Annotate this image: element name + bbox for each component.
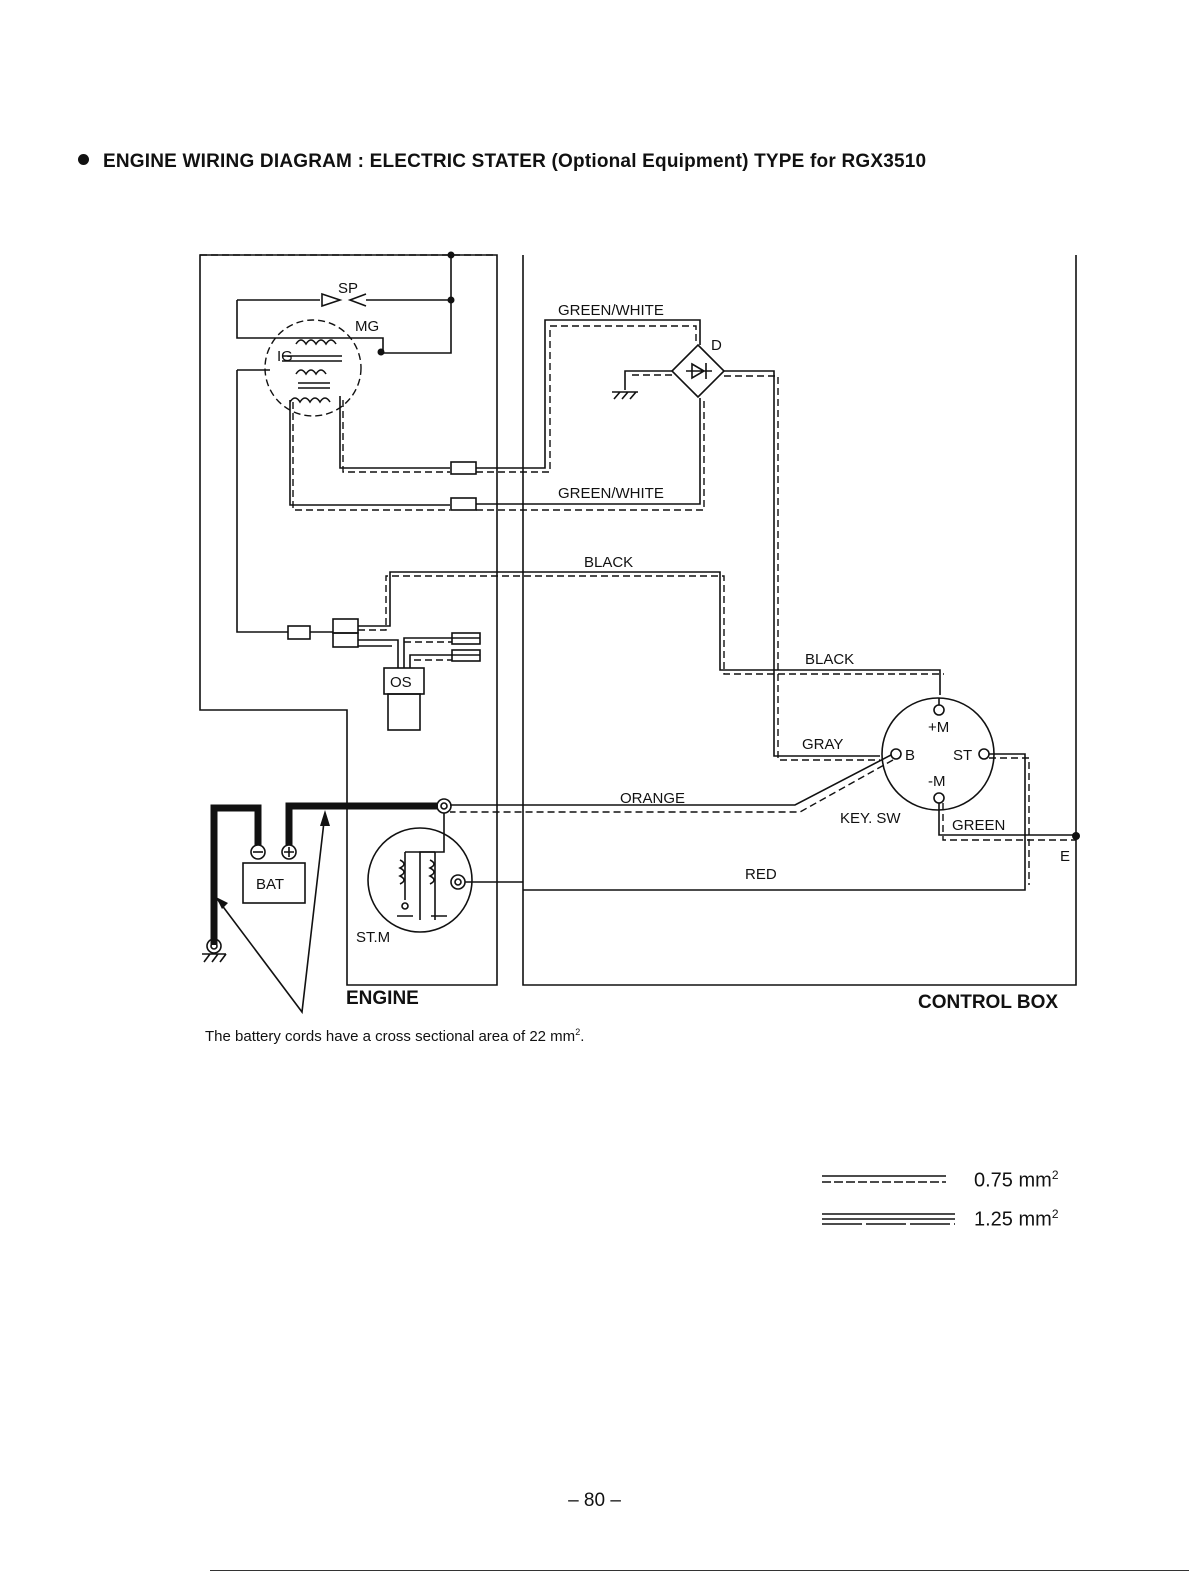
label-black-right: BLACK — [805, 651, 854, 668]
label-st: ST — [953, 747, 972, 764]
battery — [202, 806, 438, 1012]
key-switch — [450, 698, 1080, 890]
green-white-wires — [476, 320, 704, 510]
page-number: – 80 – — [0, 1490, 1189, 1512]
label-diode: D — [711, 337, 722, 354]
note-text: The battery cords have a cross sectional… — [205, 1028, 575, 1045]
label-green: GREEN — [952, 817, 1005, 834]
note-end: . — [580, 1028, 584, 1045]
battery-cord-note: The battery cords have a cross sectional… — [205, 1027, 584, 1045]
label-sp: SP — [338, 280, 358, 297]
starter-motor — [368, 799, 523, 932]
label-ig: IG — [277, 348, 293, 365]
connectors — [288, 462, 480, 661]
label-red: RED — [745, 866, 777, 883]
label-green-white-top: GREEN/WHITE — [558, 302, 664, 319]
label-b: B — [905, 747, 915, 764]
label-plus-m: +M — [928, 719, 949, 736]
label-gray: GRAY — [802, 736, 843, 753]
engine-box — [200, 255, 497, 985]
ignition-coil — [237, 252, 455, 633]
control-box-frame — [523, 255, 1076, 985]
label-orange: ORANGE — [620, 790, 685, 807]
legend-row-075: 0.75 mm2 — [822, 1168, 1092, 1198]
legend-value-125: 1.25 mm2 — [974, 1207, 1059, 1232]
label-os: OS — [390, 674, 412, 691]
legend-value-075: 0.75 mm2 — [974, 1168, 1059, 1193]
label-stm: ST.M — [356, 929, 390, 946]
label-key-sw: KEY. SW — [840, 810, 901, 827]
label-black-top: BLACK — [584, 554, 633, 571]
legend-row-125: 1.25 mm2 — [822, 1207, 1092, 1237]
label-green-white-bottom: GREEN/WHITE — [558, 485, 664, 502]
label-minus-m: -M — [928, 773, 946, 790]
label-e: E — [1060, 848, 1070, 865]
footer-rule — [210, 1570, 1189, 1571]
label-engine: ENGINE — [346, 988, 419, 1009]
diode-bridge — [612, 345, 880, 760]
label-mg: MG — [355, 318, 379, 335]
label-bat: BAT — [256, 876, 284, 893]
label-control-box: CONTROL BOX — [918, 992, 1058, 1013]
